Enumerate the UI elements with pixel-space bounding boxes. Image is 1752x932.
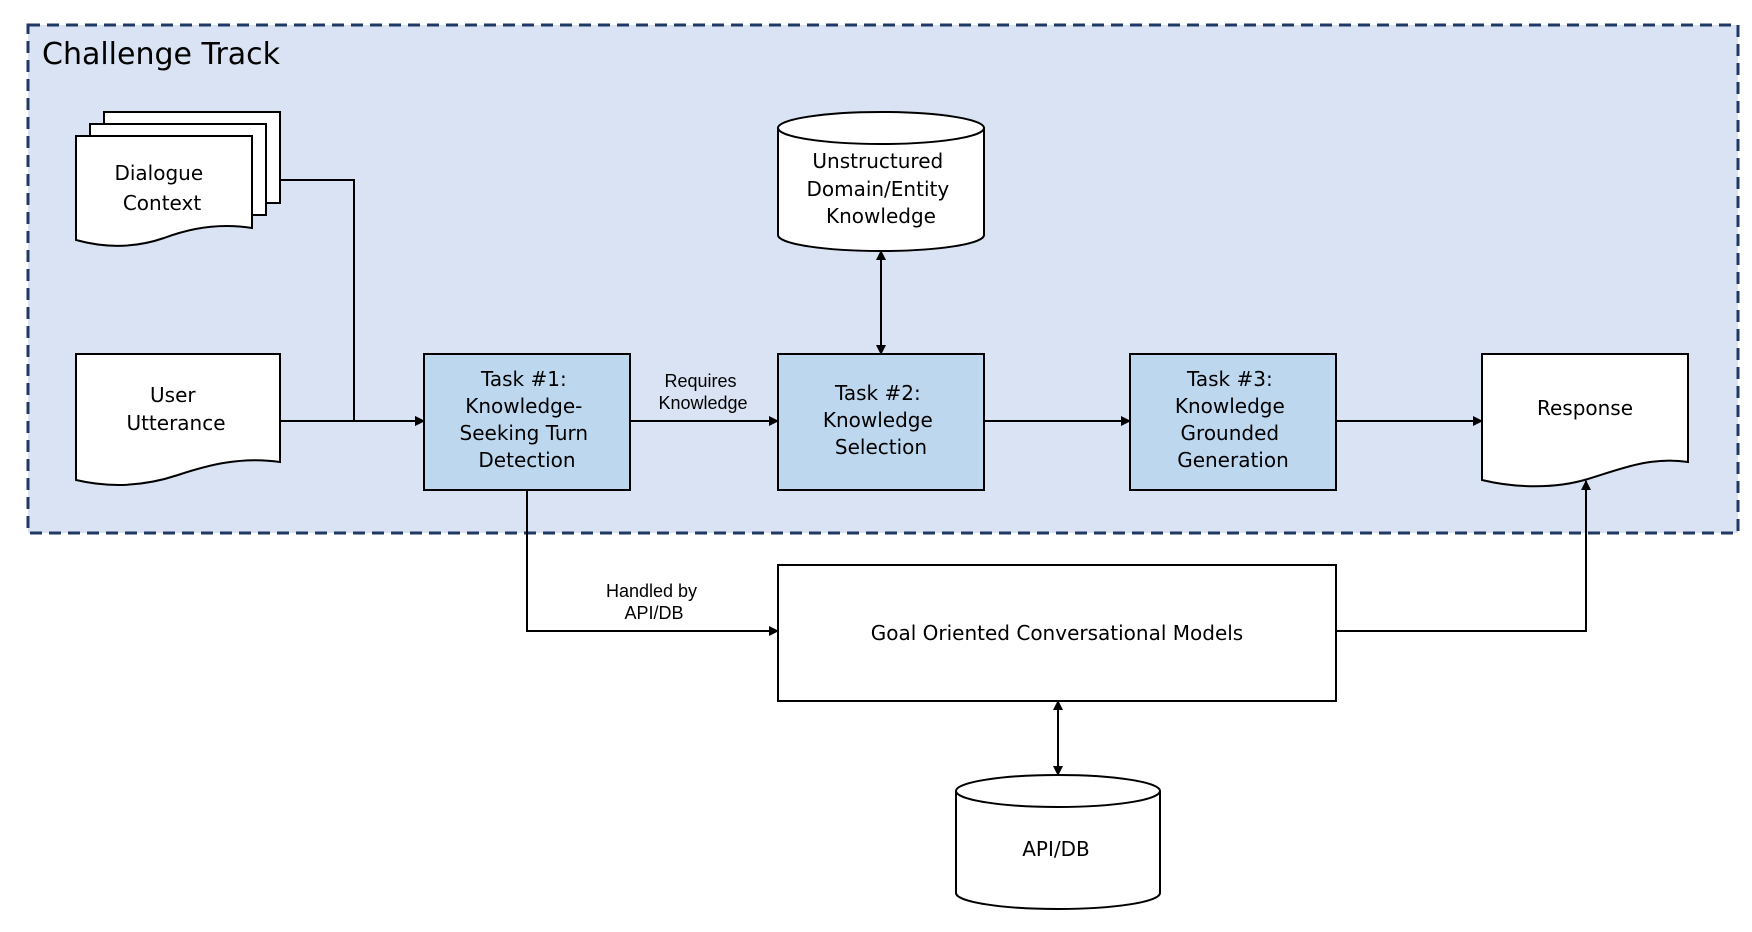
api-db-node: API/DB xyxy=(955,774,1161,910)
goal-oriented-model-node: Goal Oriented Conversational Models xyxy=(777,564,1337,702)
task2-node: Task #2: Knowledge Selection xyxy=(777,353,985,491)
challenge-track-title: Challenge Track xyxy=(42,37,281,72)
api-db-label: API/DB xyxy=(1022,837,1090,861)
requires-knowledge-label: Requires Knowledge xyxy=(658,371,747,413)
edge-task1-to-goal-model xyxy=(526,490,779,636)
task1-label: Task #1: Knowledge- Seeking Turn Detecti… xyxy=(460,367,595,472)
response-label: Response xyxy=(1537,396,1633,420)
knowledge-base-label: Unstructured Domain/Entity Knowledge xyxy=(806,149,955,228)
dialogue-context-label: Dialogue Context xyxy=(114,161,209,215)
dialogue-context-node: Dialogue Context xyxy=(75,111,281,247)
goal-oriented-model-label: Goal Oriented Conversational Models xyxy=(871,621,1243,645)
user-utterance-node: User Utterance xyxy=(75,353,281,486)
task3-node: Task #3: Knowledge Grounded Generation xyxy=(1129,353,1337,491)
task2-label: Task #2: Knowledge Selection xyxy=(823,381,939,459)
task1-node: Task #1: Knowledge- Seeking Turn Detecti… xyxy=(423,353,631,491)
task3-label: Task #3: Knowledge Grounded Generation xyxy=(1175,367,1291,472)
handled-by-api-label: Handled by API/DB xyxy=(606,581,702,623)
response-node: Response xyxy=(1481,353,1689,488)
user-utterance-label: User Utterance xyxy=(126,383,225,435)
knowledge-base-node: Unstructured Domain/Entity Knowledge xyxy=(777,111,985,252)
edge-goal-model-to-response xyxy=(1336,480,1591,632)
